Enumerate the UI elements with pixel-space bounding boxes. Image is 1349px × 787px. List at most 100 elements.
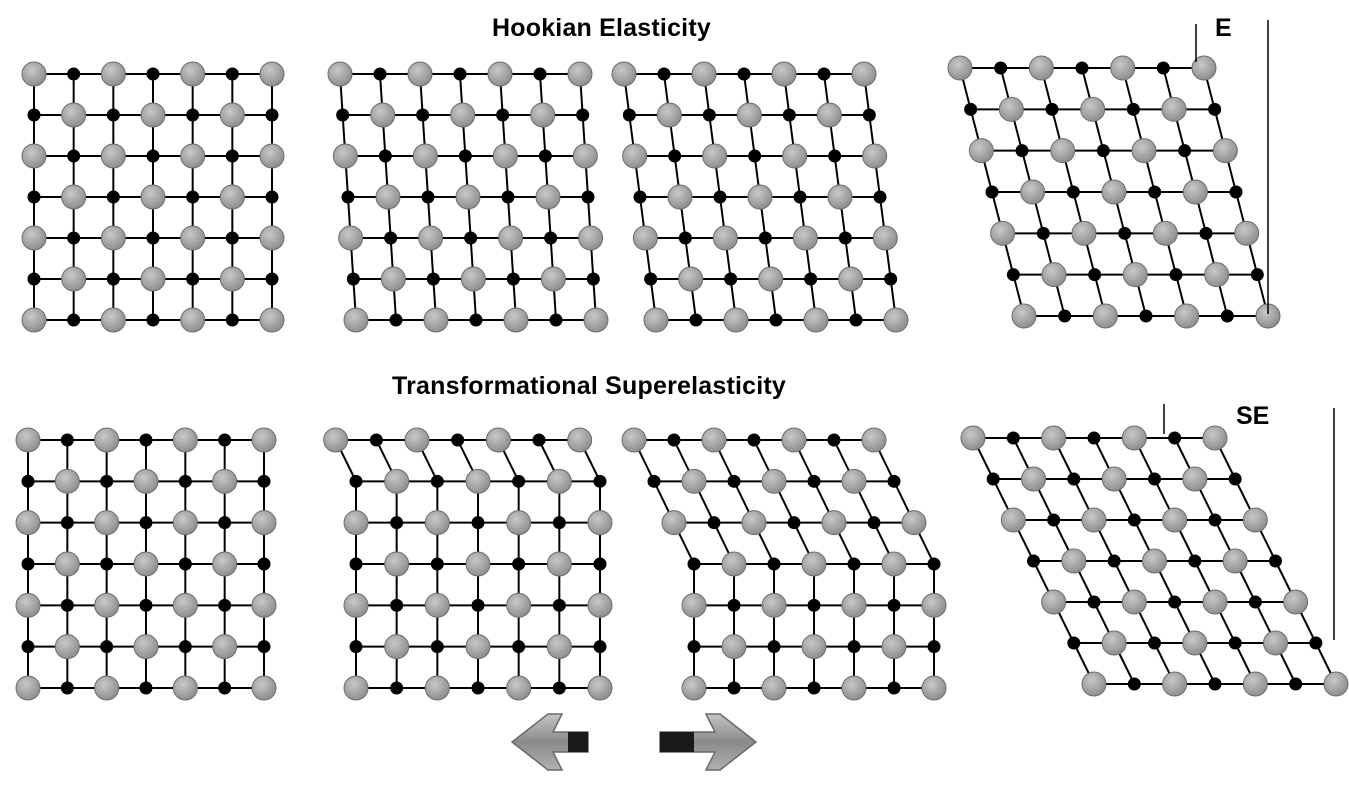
- small-atom: [146, 67, 160, 81]
- small-atom: [60, 598, 74, 612]
- large-atom: [1101, 630, 1127, 656]
- small-atom: [100, 640, 114, 654]
- small-atom: [1148, 636, 1161, 650]
- large-atom: [61, 266, 87, 292]
- large-atom: [761, 675, 787, 701]
- small-atom: [787, 516, 801, 530]
- large-atom: [219, 184, 245, 210]
- large-atom: [701, 427, 727, 453]
- large-atom: [323, 427, 349, 453]
- large-atom: [498, 225, 524, 251]
- large-atom: [861, 427, 887, 453]
- small-atom: [552, 598, 566, 612]
- large-atom: [681, 675, 707, 701]
- small-atom: [727, 598, 741, 612]
- small-atom: [218, 433, 232, 447]
- large-atom: [1021, 466, 1046, 492]
- small-atom: [1168, 595, 1182, 609]
- large-atom: [1191, 55, 1217, 81]
- large-atom: [100, 225, 126, 251]
- large-atom: [1061, 548, 1087, 574]
- large-atom: [15, 675, 41, 701]
- small-atom: [782, 108, 796, 122]
- small-atom: [689, 313, 703, 327]
- small-atom: [1220, 309, 1234, 323]
- large-atom: [901, 510, 927, 536]
- small-atom: [1006, 268, 1020, 282]
- large-atom: [1081, 507, 1107, 533]
- small-atom: [146, 231, 160, 245]
- large-atom: [872, 225, 898, 251]
- small-atom: [106, 190, 120, 204]
- small-atom: [657, 67, 671, 81]
- small-atom: [139, 433, 153, 447]
- large-atom: [338, 225, 364, 251]
- large-atom: [15, 592, 41, 618]
- large-atom: [827, 184, 853, 210]
- large-atom: [424, 510, 450, 536]
- small-atom: [713, 190, 727, 204]
- large-atom: [841, 592, 867, 618]
- large-atom: [546, 468, 572, 494]
- large-atom: [621, 427, 647, 453]
- small-atom: [769, 313, 783, 327]
- large-atom: [1283, 589, 1309, 615]
- large-atom: [881, 551, 907, 577]
- small-atom: [67, 231, 81, 245]
- small-atom: [533, 67, 547, 81]
- small-atom: [384, 231, 398, 245]
- small-atom: [257, 640, 271, 654]
- small-atom: [887, 474, 901, 488]
- large-atom: [546, 634, 572, 660]
- small-atom: [506, 272, 520, 286]
- label-superelastic-strain: SE: [1236, 402, 1270, 430]
- large-atom: [841, 675, 867, 701]
- large-atom: [1101, 179, 1127, 205]
- small-atom: [678, 231, 692, 245]
- small-atom: [593, 640, 607, 654]
- small-atom: [1127, 513, 1141, 527]
- large-atom: [15, 510, 41, 536]
- small-atom: [593, 557, 607, 571]
- large-atom: [94, 510, 120, 536]
- small-atom: [1067, 472, 1081, 486]
- large-atom: [327, 61, 353, 87]
- small-atom: [576, 108, 590, 122]
- large-atom: [567, 61, 593, 87]
- large-atom: [781, 427, 807, 453]
- large-atom: [587, 592, 613, 618]
- large-atom: [1182, 630, 1208, 656]
- small-atom: [544, 231, 558, 245]
- large-atom: [661, 510, 687, 536]
- large-atom: [761, 468, 787, 494]
- small-atom: [1045, 102, 1059, 116]
- large-atom: [921, 675, 947, 701]
- small-atom: [1178, 144, 1192, 158]
- large-atom: [1122, 262, 1148, 288]
- large-atom: [567, 427, 593, 453]
- large-atom: [180, 61, 206, 87]
- small-atom: [27, 272, 41, 286]
- small-atom: [887, 598, 901, 612]
- small-atom: [847, 640, 861, 654]
- large-atom: [133, 634, 159, 660]
- small-atom: [1309, 636, 1323, 650]
- small-atom: [724, 272, 738, 286]
- large-atom: [1234, 220, 1260, 246]
- small-atom: [1228, 636, 1242, 650]
- small-atom: [60, 433, 74, 447]
- large-atom: [343, 307, 369, 333]
- small-atom: [1088, 268, 1102, 282]
- small-atom: [807, 474, 821, 488]
- large-atom: [1161, 96, 1187, 122]
- small-atom: [687, 640, 701, 654]
- large-atom: [1162, 671, 1188, 697]
- small-atom: [727, 681, 741, 695]
- small-atom: [139, 598, 153, 612]
- large-atom: [100, 143, 126, 169]
- small-atom: [373, 67, 387, 81]
- large-atom: [881, 634, 907, 660]
- small-atom: [1229, 185, 1243, 199]
- small-atom: [349, 640, 363, 654]
